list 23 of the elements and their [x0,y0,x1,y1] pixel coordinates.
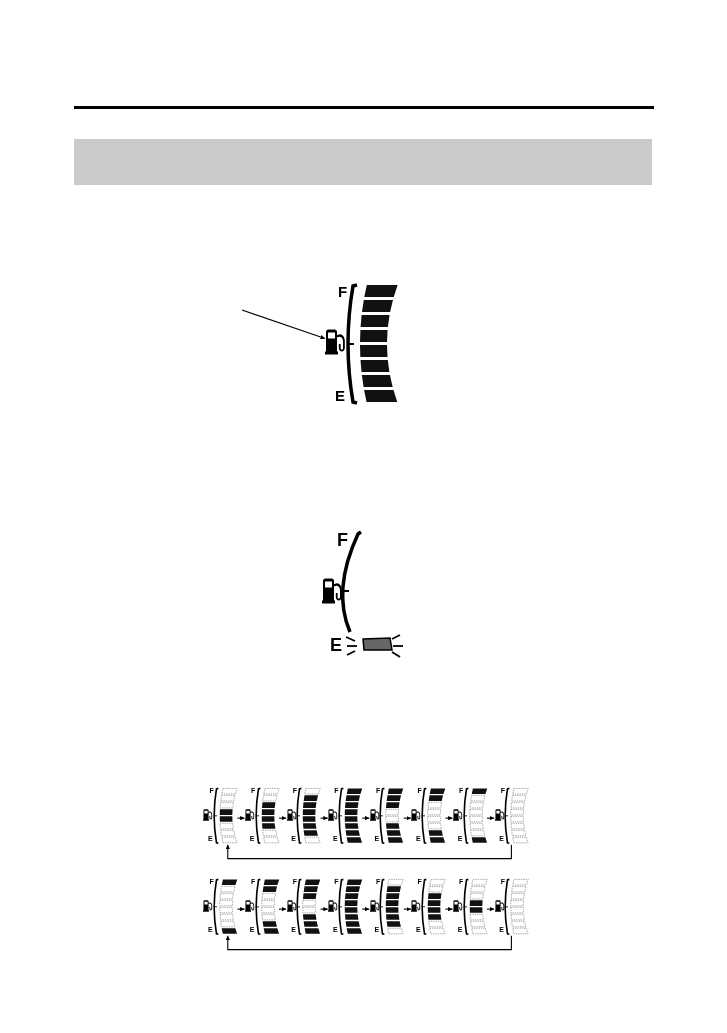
full-label: F [337,530,348,549]
arrow [444,815,454,821]
arrow [225,844,512,860]
arrow [236,815,246,821]
heading-band [74,139,652,185]
arrow [278,815,287,821]
arrow [444,906,454,912]
arrow [486,815,495,821]
arrow [403,906,412,912]
empty-label: E [335,388,345,404]
arrow [361,906,370,912]
arrow [225,935,512,951]
arrow [361,815,370,821]
arrow [320,815,329,821]
arrow [236,906,246,912]
arrow [320,906,329,912]
arrow [403,815,412,821]
arrow [278,906,287,912]
full-label: F [338,284,348,300]
arrow [486,906,495,912]
fuel-pump-icon [325,329,345,355]
empty-label: E [330,635,342,654]
leader-line [241,309,326,340]
